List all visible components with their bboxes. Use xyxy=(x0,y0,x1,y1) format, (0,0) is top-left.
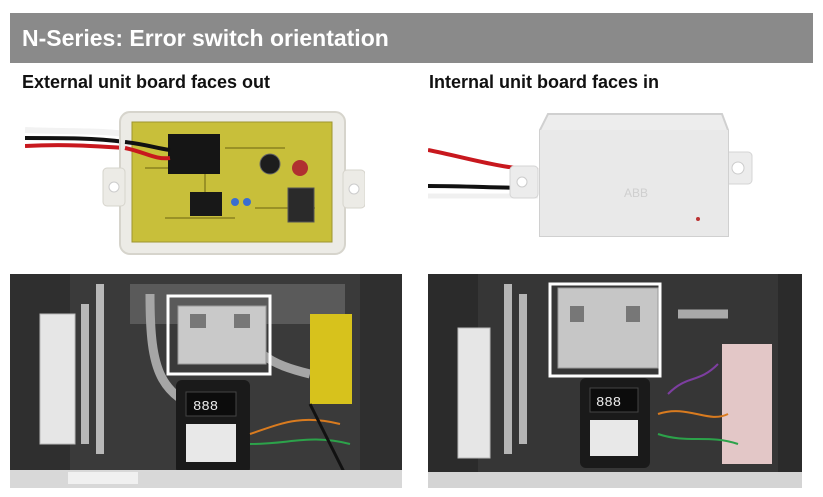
title-bar: N-Series: Error switch orientation xyxy=(10,13,813,63)
internal-unit-interior-photo: 888 xyxy=(428,274,802,488)
external-unit-interior-photo: 888 xyxy=(10,274,402,488)
box-label: ABB xyxy=(624,186,648,200)
slide: N-Series: Error switch orientation Exter… xyxy=(10,10,813,488)
display-readout-right: 888 xyxy=(596,395,621,411)
page-title: N-Series: Error switch orientation xyxy=(22,24,389,51)
external-board-photo xyxy=(25,108,365,258)
display-readout-left: 888 xyxy=(193,399,218,415)
right-caption: Internal unit board faces in xyxy=(429,72,660,92)
left-caption: External unit board faces out xyxy=(22,72,271,92)
internal-board-photo: ABB xyxy=(428,108,768,258)
